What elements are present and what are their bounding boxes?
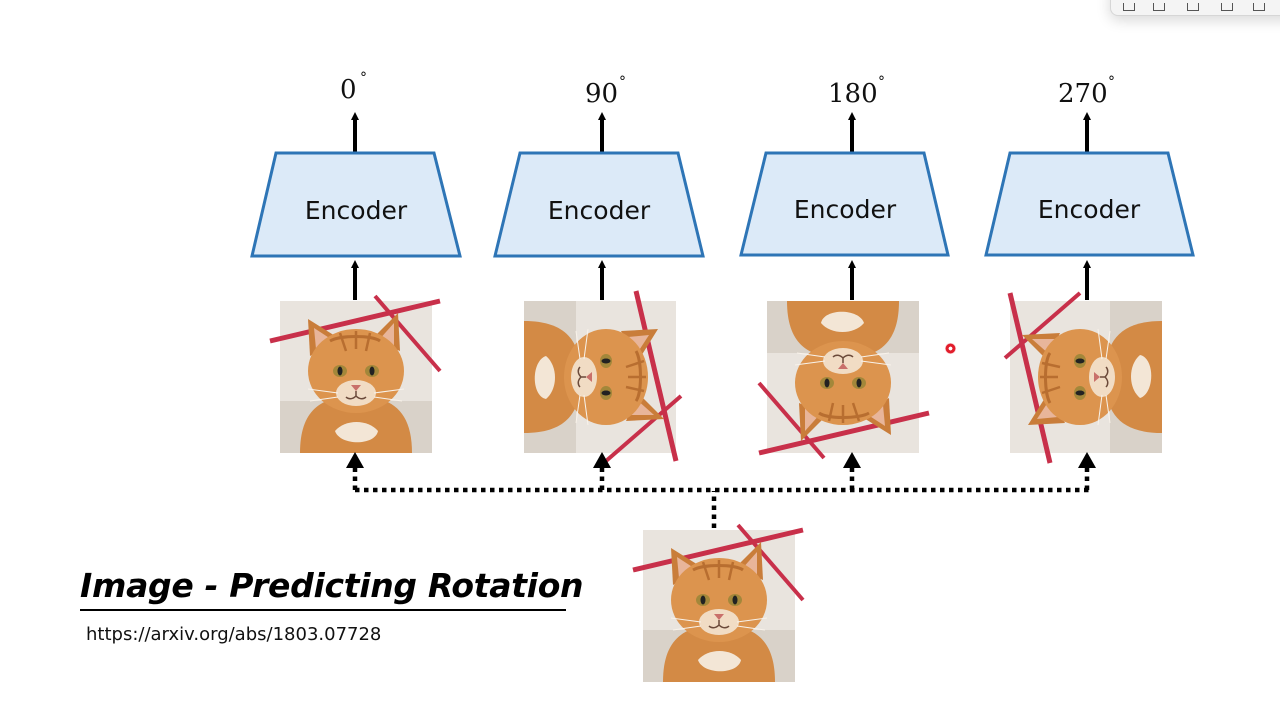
branch-180deg: 180 ° Encoder xyxy=(739,74,950,458)
cat-image-rotated-270 xyxy=(1005,293,1162,463)
dotted-connector xyxy=(352,468,1090,528)
laser-pointer xyxy=(945,343,956,354)
title-underline xyxy=(80,609,566,611)
degree-mark-90: ° xyxy=(619,74,626,90)
branch-90deg: 90 ° Encoder xyxy=(493,74,705,461)
branch-270deg: 270 ° Encoder xyxy=(984,74,1195,463)
encoder-block-180 xyxy=(739,151,950,257)
toolbar-tool-icon[interactable] xyxy=(1123,3,1135,11)
encoder-block-270 xyxy=(984,151,1195,257)
encoder-block-0 xyxy=(250,151,462,258)
encoder-block-90 xyxy=(493,151,705,258)
toolbar-cursor-icon[interactable] xyxy=(1153,3,1165,11)
angle-label-0: 0 xyxy=(340,75,357,105)
branch-0deg: 0 ° Encoder xyxy=(250,70,462,453)
original-cat-image xyxy=(633,525,803,682)
encoder-label-180: Encoder xyxy=(794,195,897,224)
toolbar-edit-icon[interactable] xyxy=(1221,3,1233,11)
toolbar-settings-icon[interactable] xyxy=(1253,3,1265,11)
encoder-label-90: Encoder xyxy=(548,196,651,225)
paper-url[interactable]: https://arxiv.org/abs/1803.07728 xyxy=(86,624,382,645)
slide-title: Image - Predicting Rotation xyxy=(80,566,584,605)
degree-mark-0: ° xyxy=(360,70,367,86)
degree-mark-180: ° xyxy=(878,74,885,90)
angle-label-180: 180 xyxy=(828,79,878,109)
angle-label-90: 90 xyxy=(585,79,618,109)
cat-image-rotated-0 xyxy=(270,296,440,453)
angle-label-270: 270 xyxy=(1058,79,1108,109)
input-arrowheads xyxy=(346,452,1096,468)
floating-toolbar[interactable] xyxy=(1110,0,1280,16)
encoder-label-270: Encoder xyxy=(1038,195,1141,224)
cat-image-rotated-90 xyxy=(524,291,681,461)
cat-image-rotated-180 xyxy=(759,301,929,458)
toolbar-window-icon[interactable] xyxy=(1187,3,1199,11)
degree-mark-270: ° xyxy=(1108,74,1115,90)
encoder-label-0: Encoder xyxy=(305,196,408,225)
